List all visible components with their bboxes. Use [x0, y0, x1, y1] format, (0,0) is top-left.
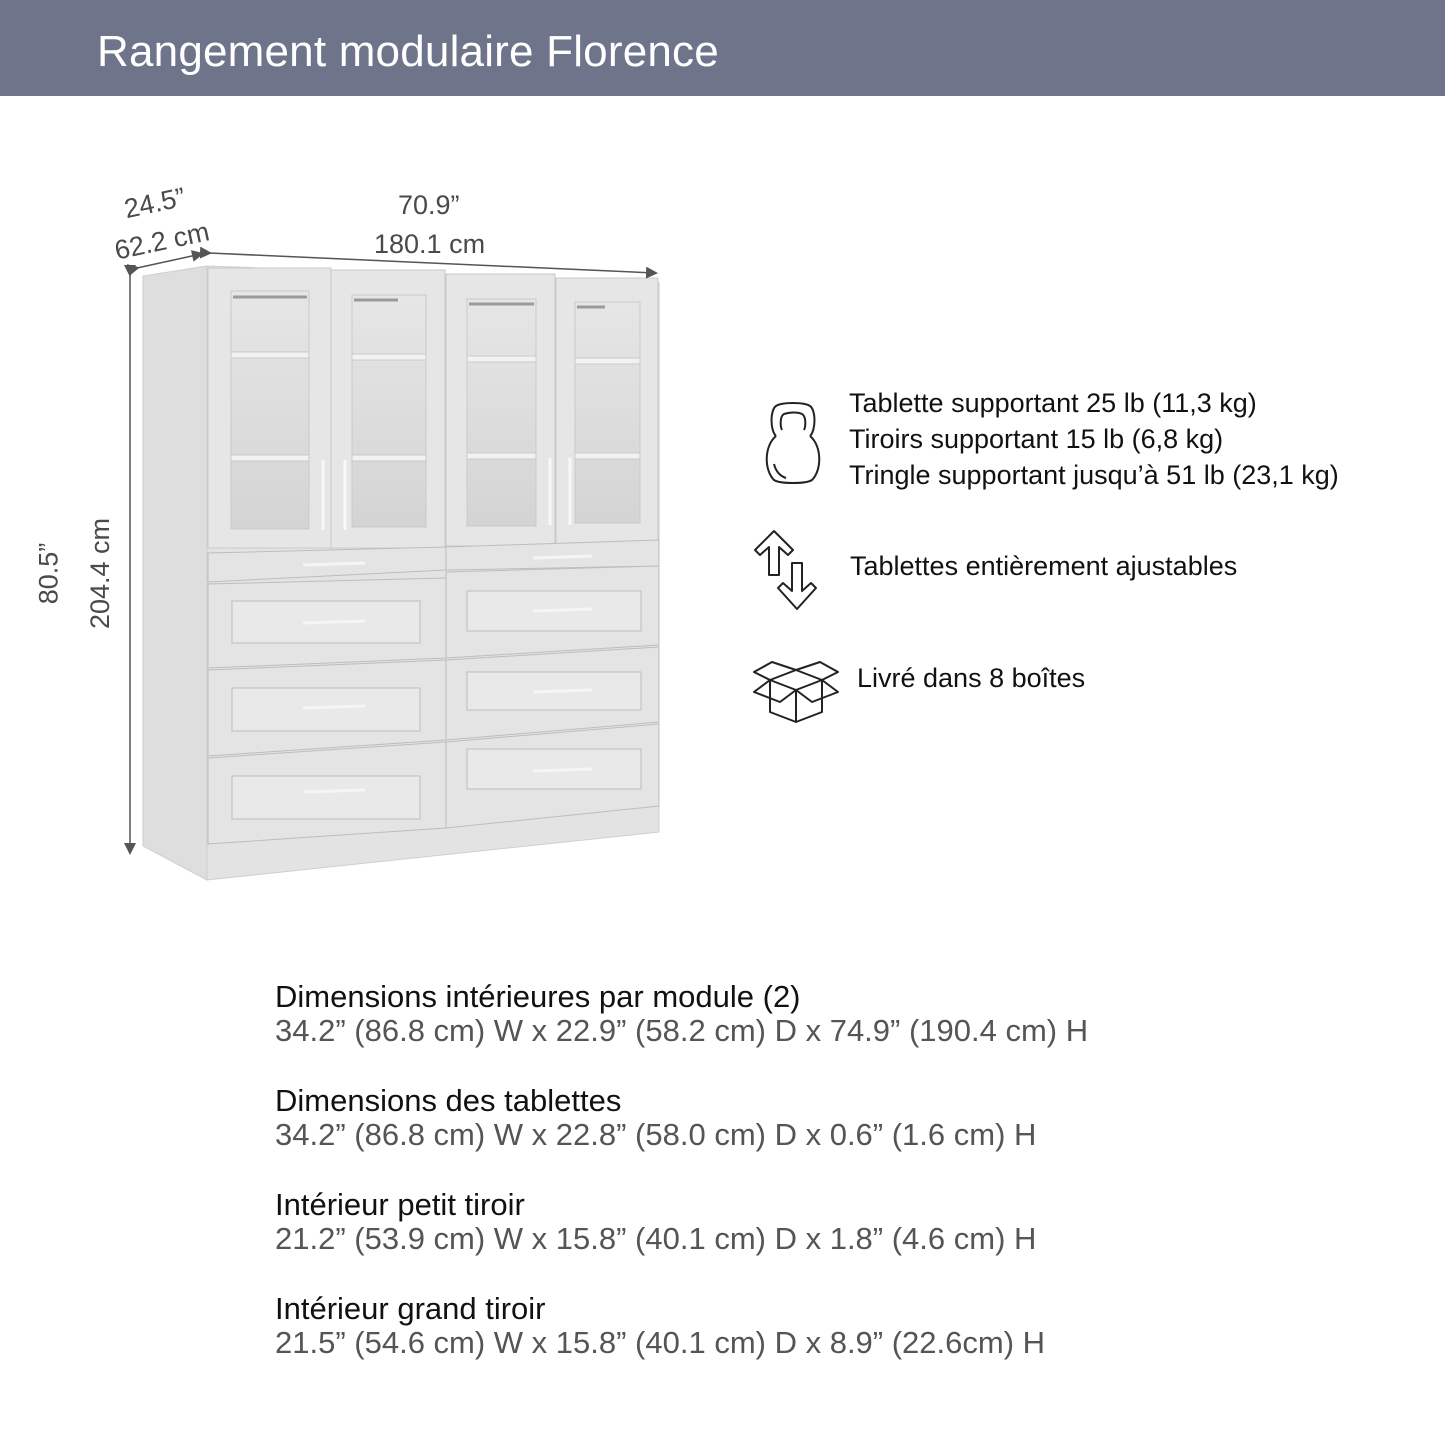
spec-shelf-dimensions: Dimensions des tablettes 34.2” (86.8 cm)… — [275, 1084, 1036, 1152]
feature-delivery-boxes: Livré dans 8 boîtes — [857, 660, 1085, 696]
large-drawers — [207, 565, 660, 845]
spec-interior-module: Dimensions intérieures par module (2) 34… — [275, 980, 1088, 1048]
depth-dimension-line — [126, 250, 204, 276]
width-inches-label: 70.9” — [398, 190, 460, 220]
spec-title: Dimensions intérieures par module (2) — [275, 979, 801, 1014]
cabinet-side-panel — [142, 265, 208, 881]
open-box-icon — [753, 661, 839, 723]
header-banner: Rangement modulaire Florence — [0, 0, 1445, 96]
spec-title: Intérieur petit tiroir — [275, 1187, 525, 1222]
spec-value: 21.2” (53.9 cm) W x 15.8” (40.1 cm) D x … — [275, 1221, 1037, 1256]
feature-adjustable-shelves: Tablettes entièrement ajustables — [850, 548, 1237, 584]
up-down-arrows-icon — [754, 530, 817, 610]
glass-doors — [207, 267, 659, 549]
spec-value: 34.2” (86.8 cm) W x 22.9” (58.2 cm) D x … — [275, 1013, 1089, 1048]
kettlebell-icon — [765, 402, 821, 484]
feature-line-boxes: Livré dans 8 boîtes — [857, 663, 1086, 693]
spec-title: Intérieur grand tiroir — [275, 1291, 546, 1326]
height-inches-label: 80.5” — [33, 542, 64, 605]
page-title: Rangement modulaire Florence — [97, 27, 719, 76]
spec-title: Dimensions des tablettes — [275, 1083, 622, 1118]
small-drawers — [207, 539, 660, 583]
feature-weight-capacity: Tablette supportant 25 lb (11,3 kg) Tiro… — [849, 385, 1339, 493]
width-cm-label: 180.1 cm — [374, 229, 486, 259]
height-cm-label: 204.4 cm — [85, 517, 116, 630]
spec-small-drawer: Intérieur petit tiroir 21.2” (53.9 cm) W… — [275, 1188, 1036, 1256]
product-illustration — [124, 246, 660, 881]
feature-line-adjustable: Tablettes entièrement ajustables — [850, 551, 1238, 581]
spec-value: 21.5” (54.6 cm) W x 15.8” (40.1 cm) D x … — [275, 1325, 1046, 1360]
spec-value: 34.2” (86.8 cm) W x 22.8” (58.0 cm) D x … — [275, 1117, 1037, 1152]
feature-line-rod: Tringle supportant jusqu’à 51 lb (23,1 k… — [849, 460, 1339, 490]
width-dimension-line — [199, 246, 658, 279]
feature-line-drawers: Tiroirs supportant 15 lb (6,8 kg) — [849, 424, 1224, 454]
spec-large-drawer: Intérieur grand tiroir 21.5” (54.6 cm) W… — [275, 1292, 1045, 1360]
feature-line-shelf: Tablette supportant 25 lb (11,3 kg) — [849, 388, 1257, 418]
